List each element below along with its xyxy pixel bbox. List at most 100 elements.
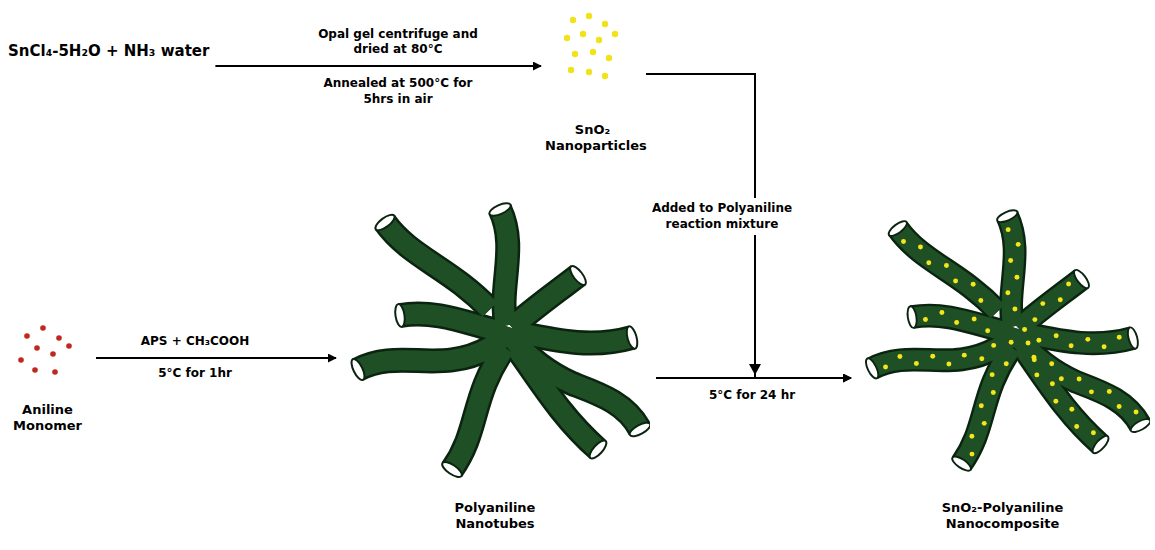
reactant-formula: SnCl₄-5H₂O + NH₃ water [8, 42, 209, 61]
nanoparticle-dot [971, 282, 976, 287]
particle-art [545, 10, 640, 122]
nanoparticle-dot [1117, 335, 1122, 340]
tube-bundle [863, 208, 1150, 473]
condition-label: 5°C for 1hr [125, 366, 265, 382]
tube-body [512, 276, 578, 328]
nanoparticle-dot [969, 434, 974, 439]
nanoparticle-dot [1049, 361, 1054, 366]
nanoparticle-dot [1008, 258, 1013, 263]
nanotube-group: Polyaniline Nanotubes [340, 195, 650, 533]
particle-dot [32, 367, 38, 373]
tube-opening [349, 357, 367, 382]
tube-body [1019, 332, 1133, 343]
reaction-arrow [215, 65, 541, 67]
node-label: SnO₂ Nanoparticles [545, 122, 640, 155]
tube-opening [440, 459, 464, 479]
tube-outline [400, 314, 500, 332]
particle-dot [50, 351, 56, 357]
nanoparticle-dot [982, 421, 987, 426]
tube-body [1019, 279, 1082, 328]
nanoparticle-dot [1117, 404, 1122, 409]
particle-dot [66, 343, 72, 349]
tube-opening [394, 303, 406, 327]
particle-dot [24, 333, 30, 339]
nanoparticle-dot [944, 263, 949, 268]
particle-dot [602, 21, 608, 27]
merge-arrowhead [749, 364, 761, 375]
particle-dot [52, 369, 58, 375]
nanoparticle-dot [926, 260, 931, 265]
particle-dot [56, 335, 62, 341]
tube-opening [628, 420, 650, 439]
nanoparticle-dot [990, 372, 995, 377]
tube-art [340, 195, 650, 500]
tube-outline [1019, 332, 1133, 343]
nanoparticle-dot [901, 239, 906, 244]
nanoparticle-dot [991, 390, 996, 395]
particle-dot [570, 17, 576, 23]
particle-art [5, 322, 90, 402]
node-label: SnO₂-Polyaniline Nanocomposite [933, 500, 1073, 533]
nanoparticle-dot [978, 298, 983, 303]
nanoparticle-dot [1085, 337, 1090, 342]
nanoparticle-dot [979, 403, 984, 408]
tube-opening [488, 201, 513, 219]
particle-dot [606, 55, 612, 61]
reaction-arrow [646, 74, 851, 378]
tube-opening [567, 264, 588, 288]
tube-opening [587, 438, 609, 461]
nanoparticle-dot [930, 354, 935, 359]
tube-outline [500, 210, 508, 326]
particle-dot [40, 325, 46, 331]
nanoparticle-dot [1069, 407, 1074, 412]
nanoparticle-dot [962, 353, 967, 358]
tube-outline [898, 229, 998, 312]
tube-outline [912, 316, 1007, 333]
illustration [545, 10, 640, 122]
tube-opening [1071, 268, 1091, 291]
nanoparticle-dot [1014, 275, 1019, 280]
condition-label: APS + CH₃COOH [120, 334, 270, 350]
nanoparticle-group: SnO₂ Nanoparticles [545, 10, 640, 155]
tube-bundle [349, 201, 650, 480]
nanoparticle-dot [1074, 424, 1079, 429]
tube-body [512, 338, 640, 430]
nanoparticle-dot [946, 362, 951, 367]
monomer-group: Aniline Monomer [5, 322, 90, 435]
nanoparticle-dot [1054, 333, 1059, 338]
nanoparticle-dot [1026, 340, 1031, 345]
condition-label: Added to Polyaniline reaction mixture [647, 198, 797, 235]
condition-label: 5°C for 24 hr [677, 388, 827, 404]
nanoparticle-dot [1091, 430, 1096, 435]
particle-dot [580, 31, 586, 37]
node-label: SnCl₄-5H₂O + NH₃ water [8, 42, 209, 61]
tube-opening [1126, 326, 1140, 349]
tube-body [898, 229, 998, 312]
tube-body [962, 348, 1012, 464]
nanoparticle-dot [1089, 389, 1094, 394]
nanoparticle-dot [918, 244, 923, 249]
nanoparticle-dot [1102, 344, 1107, 349]
particle-dot [564, 35, 570, 41]
particle-dot [34, 345, 40, 351]
particle-dot [568, 67, 574, 73]
tube-opening [950, 454, 973, 473]
tube-body [1019, 338, 1141, 426]
tube-opening [625, 325, 640, 350]
nanoparticle-dot [954, 320, 959, 325]
illustration [5, 322, 90, 402]
nanoparticle-dot [1009, 340, 1014, 345]
tube-outline [1019, 279, 1082, 328]
nanoparticle-dot [1005, 290, 1010, 295]
nanoparticle-dot [972, 317, 977, 322]
tube-outline [512, 276, 578, 328]
nanoparticle-dot [897, 354, 902, 359]
tube-body [452, 348, 505, 470]
tube-art [855, 195, 1150, 500]
tube-opening [886, 219, 909, 239]
tube-body [500, 210, 508, 326]
nanoparticle-dot [1058, 297, 1063, 302]
particle-dot [602, 73, 608, 79]
nanoparticle-dot [1077, 376, 1082, 381]
